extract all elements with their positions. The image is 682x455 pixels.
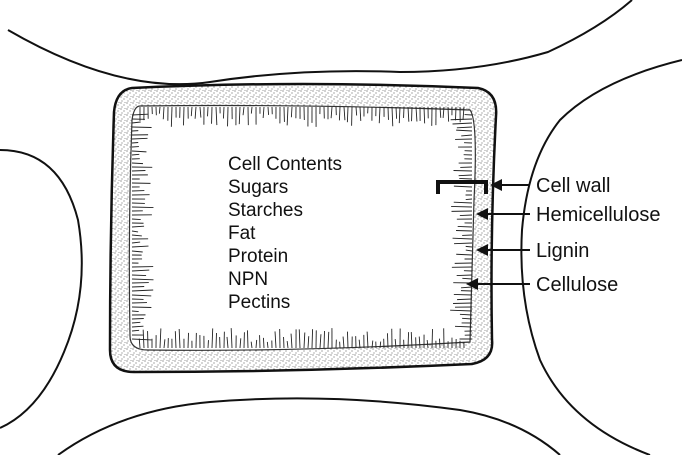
contents-item-starches: Starches (228, 200, 303, 221)
contents-item-fat: Fat (228, 223, 256, 244)
contents-heading: Cell Contents (228, 154, 342, 175)
contents-item-protein: Protein (228, 246, 288, 267)
contents-item-sugars: Sugars (228, 177, 288, 198)
label-lignin: Lignin (536, 240, 589, 262)
label-cell-wall: Cell wall (536, 175, 610, 197)
neighbor-cell-bottom (58, 398, 560, 455)
neighbor-cell-top (8, 0, 632, 84)
contents-item-pectins: Pectins (228, 292, 290, 313)
contents-item-npn: NPN (228, 269, 268, 290)
label-cellulose: Cellulose (536, 274, 618, 296)
cell-wall-inner (129, 106, 475, 351)
label-hemicellulose: Hemicellulose (536, 204, 661, 226)
neighbor-cell-left (0, 150, 82, 428)
